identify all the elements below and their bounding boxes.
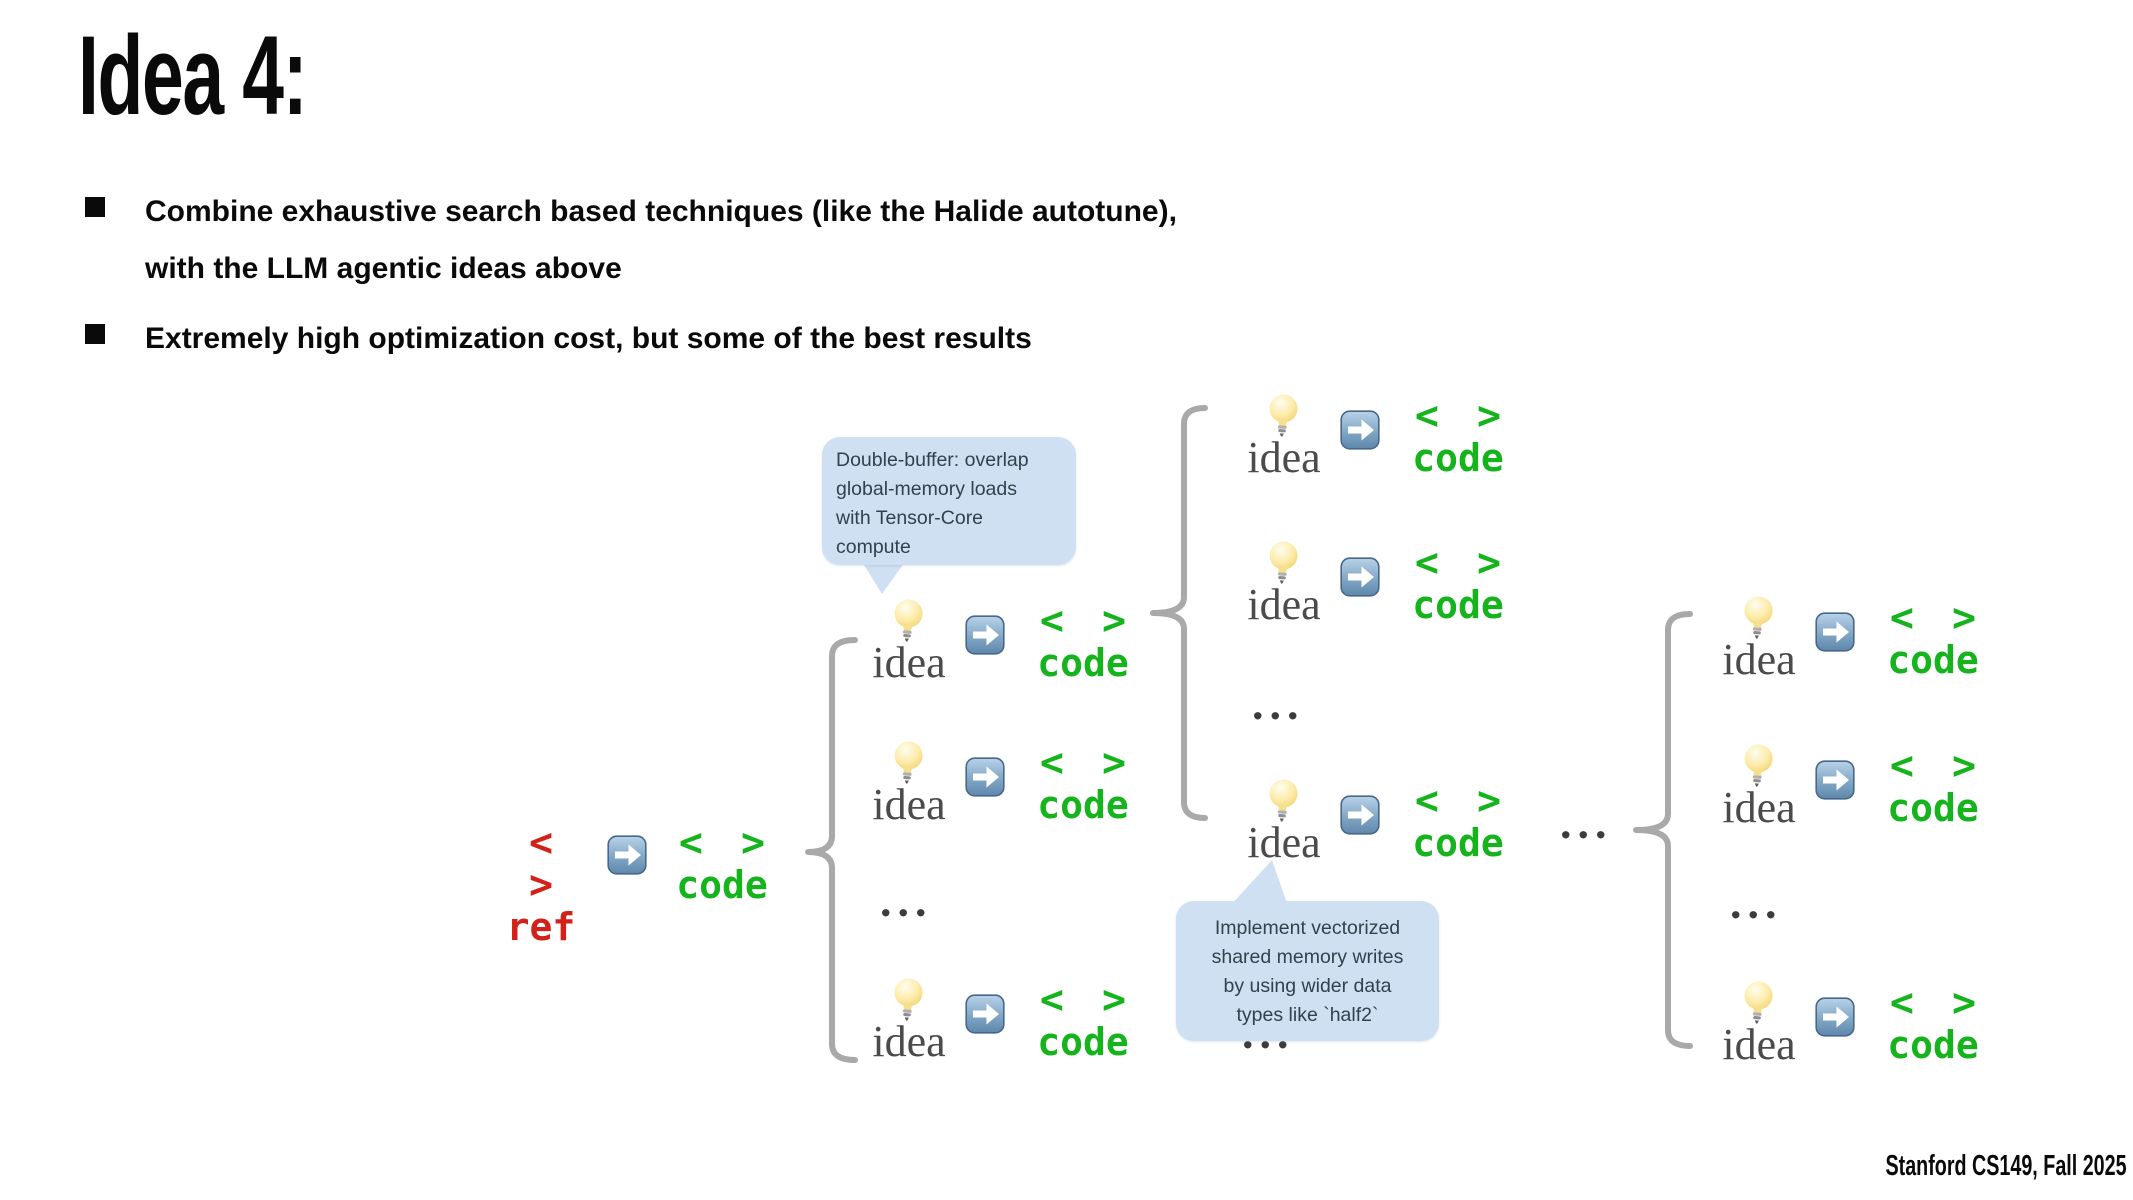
idea-label: idea [872, 1017, 946, 1066]
footer-credit: Stanford CS149, Fall 2025 [1885, 1150, 2127, 1182]
curly-brace-icon [1633, 611, 1693, 1049]
ref-node: < > ref [495, 822, 587, 948]
callout-bubble: Double-buffer: overlap global-memory loa… [822, 437, 1076, 565]
arrow-right-icon [1815, 612, 1855, 652]
arrow-right-icon [607, 835, 647, 875]
curly-brace-icon [1150, 405, 1208, 821]
code-label: code [1412, 583, 1504, 627]
code-brackets: < > [1889, 595, 1984, 641]
ellipsis: ... [1252, 678, 1305, 729]
code-node: < > code [1406, 542, 1510, 626]
code-brackets: < > [1414, 540, 1509, 586]
callout-bubble: Implement vectorized shared memory write… [1176, 901, 1439, 1041]
bullet-line: Combine exhaustive search based techniqu… [145, 195, 1177, 228]
arrow-right-icon [1340, 557, 1380, 597]
code-label: code [1887, 1023, 1979, 1067]
code-label: code [1037, 641, 1129, 685]
idea-label: idea [872, 638, 946, 687]
ref-label: ref [506, 905, 576, 949]
bullet-item: Combine exhaustive search based techniqu… [145, 183, 1177, 297]
code-node: < > code [1031, 979, 1135, 1063]
ref-brackets: < > [528, 820, 561, 908]
page-title: Idea 4: [78, 13, 308, 138]
curly-brace-icon [805, 637, 858, 1063]
idea-label: idea [1722, 1020, 1796, 1069]
ellipsis: ... [1560, 797, 1613, 848]
idea-label: idea [1247, 580, 1321, 629]
callout-line: types like `half2` [1236, 1004, 1379, 1026]
idea-code-node: idea < > code [865, 740, 1135, 840]
idea-code-node: idea < > code [1715, 980, 1985, 1080]
bullet-item: Extremely high optimization cost, but so… [145, 310, 1032, 367]
arrow-right-icon [965, 994, 1005, 1034]
code-label: code [1412, 821, 1504, 865]
arrow-right-icon [965, 615, 1005, 655]
idea-code-node: idea < > code [1240, 540, 1510, 640]
code-brackets: < > [1889, 743, 1984, 789]
idea-code-node: idea < > code [1715, 595, 1985, 695]
arrow-right-icon [965, 757, 1005, 797]
code-brackets: < > [678, 820, 773, 866]
code-brackets: < > [1039, 740, 1134, 786]
code-brackets: < > [1039, 598, 1134, 644]
callout-line: global-memory loads [836, 478, 1017, 500]
idea-label: idea [1247, 433, 1321, 482]
arrow-right-icon [1815, 760, 1855, 800]
code-node: < > code [1406, 780, 1510, 864]
code-node: < > code [670, 822, 774, 906]
callout-line: Double-buffer: overlap [836, 449, 1029, 471]
code-label: code [1887, 638, 1979, 682]
ellipsis: ... [880, 875, 933, 926]
idea-label: idea [1722, 635, 1796, 684]
bullet-square-icon [85, 324, 105, 344]
idea-code-node: idea < > code [1240, 778, 1510, 878]
code-node: < > code [1031, 742, 1135, 826]
code-label: code [676, 863, 768, 907]
idea-label: idea [1722, 783, 1796, 832]
idea-label: idea [872, 780, 946, 829]
code-label: code [1037, 1020, 1129, 1064]
arrow-right-icon [1815, 997, 1855, 1037]
callout-line: Implement vectorized [1214, 917, 1401, 939]
code-node: < > code [1881, 745, 1985, 829]
callout-line: with Tensor-Core [836, 507, 984, 529]
bullet-line: Extremely high optimization cost, but so… [145, 322, 1032, 355]
ref-code-node: < > ref < > code [495, 820, 785, 948]
code-node: < > code [1881, 982, 1985, 1066]
arrow-right-icon [1340, 795, 1380, 835]
callout-line: by using wider data [1223, 975, 1392, 997]
idea-code-node: idea < > code [865, 598, 1135, 698]
code-node: < > code [1031, 600, 1135, 684]
code-node: < > code [1881, 597, 1985, 681]
callout-line: shared memory writes [1211, 946, 1404, 968]
code-label: code [1887, 786, 1979, 830]
ellipsis: ... [1730, 877, 1783, 928]
idea-code-node: idea < > code [1240, 393, 1510, 493]
code-label: code [1412, 436, 1504, 480]
bullet-line: with the LLM agentic ideas above [145, 252, 622, 285]
bullet-square-icon [85, 197, 105, 217]
code-brackets: < > [1414, 393, 1509, 439]
idea-label: idea [1247, 818, 1321, 867]
idea-code-node: idea < > code [1715, 743, 1985, 843]
code-brackets: < > [1414, 778, 1509, 824]
code-brackets: < > [1889, 980, 1984, 1026]
code-label: code [1037, 783, 1129, 827]
callout-line: compute [836, 536, 911, 558]
idea-code-node: idea < > code [865, 977, 1135, 1077]
code-brackets: < > [1039, 977, 1134, 1023]
code-node: < > code [1406, 395, 1510, 479]
arrow-right-icon [1340, 410, 1380, 450]
